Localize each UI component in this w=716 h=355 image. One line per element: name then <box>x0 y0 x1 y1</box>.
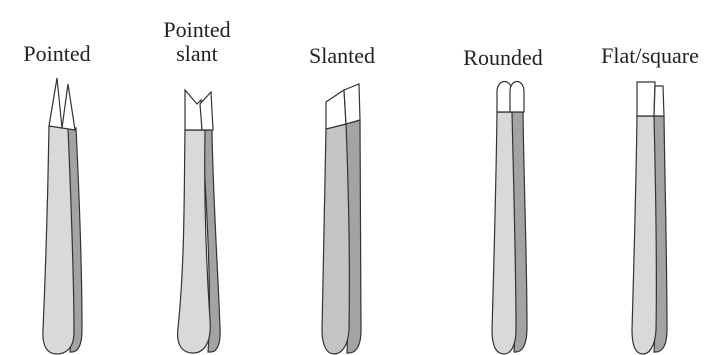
slanted-icon <box>322 84 361 354</box>
slanted-front-arm <box>322 124 349 354</box>
flat-square-front-arm <box>632 116 656 354</box>
rounded-front-arm <box>492 112 516 354</box>
slanted-tip-front <box>326 90 346 129</box>
pointed-tip-front <box>49 78 62 128</box>
pointed-tip-back <box>62 84 75 130</box>
pointed-slant-tip-back <box>200 92 213 130</box>
pointed-front-arm <box>43 126 74 354</box>
flat-square-icon <box>632 82 667 354</box>
pointed-icon <box>43 78 82 354</box>
pointed-slant-tip-front <box>185 90 202 130</box>
pointed-slant-icon <box>178 90 221 353</box>
flat-square-tip-back <box>654 86 664 116</box>
rounded-icon <box>492 82 527 355</box>
slanted-tip-back <box>344 84 360 124</box>
rounded-tip-back <box>510 82 524 113</box>
flat-square-tip-front <box>637 82 655 116</box>
